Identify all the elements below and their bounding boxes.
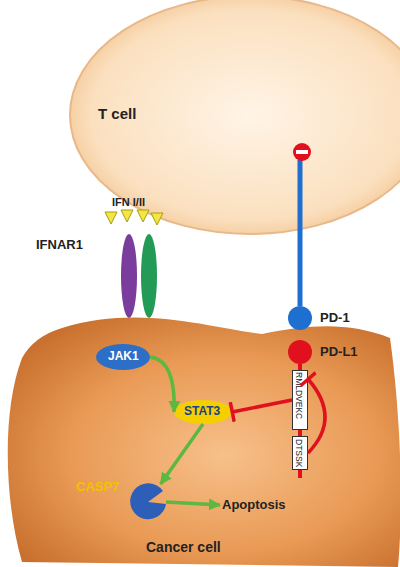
diagram-node: JAK1 [96, 344, 150, 370]
node-label: PD-1 [320, 311, 350, 325]
diagram-node: STAT3 [174, 400, 232, 424]
diagram-node: Cancer cellJAK1RMLDVEKCSTAT3DTSSKCASP7Ap… [0, 300, 400, 567]
node-label: DTSSK [294, 439, 303, 467]
diagram-node: CASP7 [130, 484, 166, 520]
node-outline [118, 226, 160, 322]
node-outline [130, 484, 166, 520]
node-outline [0, 300, 400, 567]
node-outline [288, 340, 312, 364]
diagram-node: DTSSK [292, 436, 308, 470]
diagram-node: RMLDVEKC [292, 370, 308, 430]
diagram-node: Apoptosis [220, 496, 298, 514]
diagram-node: PD-1 [288, 306, 312, 330]
diagram-node: IFNAR1 [118, 226, 160, 322]
node-outline [288, 306, 312, 330]
node-label: PD-L1 [320, 345, 358, 359]
ligand-label: IFN I/II [112, 196, 145, 208]
diagram-node: PD-L1 [288, 340, 312, 364]
node-label: Cancer cell [146, 540, 221, 555]
ifn-ligand [121, 210, 133, 222]
node-label: RMLDVEKC [294, 372, 303, 419]
node-label: STAT3 [184, 405, 220, 418]
ifn-ligand [105, 212, 117, 224]
node-label: Apoptosis [222, 498, 286, 512]
node-label: T cell [98, 106, 136, 123]
node-label: JAK1 [108, 350, 139, 363]
node-label: IFNAR1 [36, 238, 83, 252]
node-label: CASP7 [76, 480, 119, 494]
